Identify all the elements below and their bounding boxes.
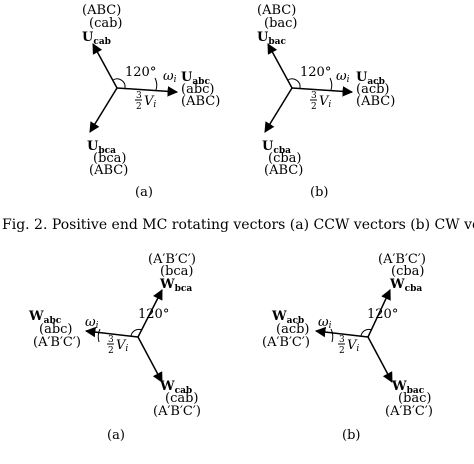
bottom-seq2: (A′B′C′) <box>153 404 201 419</box>
vector-u-bca <box>89 87 118 133</box>
angle-label: 120° <box>300 65 331 80</box>
right-seq2: (ABC) <box>181 94 220 109</box>
angle-arc <box>112 78 126 89</box>
vector-u-abc <box>116 86 179 97</box>
subfig-label-b: (b) <box>310 185 328 200</box>
top-seq2: (bca) <box>160 264 194 279</box>
bottom-name: Ucba <box>262 139 291 156</box>
angle-arc <box>287 78 301 89</box>
frac-num: 3 <box>108 335 114 345</box>
fig3b-diagram: (A′B′C′) (cba) Wcba 120° ωi Wacb (acb) (… <box>262 252 433 443</box>
v-label: Vi <box>319 94 331 110</box>
frac-num: 3 <box>136 91 142 101</box>
frac-num: 3 <box>339 335 345 345</box>
top-seq: (A′B′C′) <box>378 252 426 267</box>
top-seq: (A′B′C′) <box>148 252 196 267</box>
rotation-arc <box>330 328 334 343</box>
left-name: Wabc <box>28 309 62 326</box>
left-seq2: (A′B′C′) <box>262 335 310 350</box>
bottom-name: Ubca <box>87 139 116 156</box>
frac-den: 2 <box>311 102 317 112</box>
vector-w-cba <box>367 289 391 338</box>
bottom-seq2: (A′B′C′) <box>385 404 433 419</box>
top-seq: (ABC) <box>257 3 296 18</box>
subfig-label-b: (b) <box>342 428 360 443</box>
vector-w-acb <box>314 326 369 338</box>
figure-caption: Fig. 2. Positive end MC rotating vectors… <box>2 217 474 233</box>
subfig-label-a: (a) <box>135 185 153 200</box>
angle-label: 120° <box>367 307 398 322</box>
right-name: Uacb <box>356 70 385 87</box>
top-name: Ucab <box>82 30 111 47</box>
bottom-seq: (bca) <box>93 151 127 166</box>
angle-arc <box>130 328 143 337</box>
bottom-seq: (bac) <box>398 391 432 406</box>
vector-u-cab <box>92 43 118 89</box>
left-seq: (acb) <box>276 322 310 337</box>
vector-w-abc <box>84 326 139 338</box>
vector-u-bac <box>267 43 293 89</box>
top-name: Ubac <box>257 30 286 47</box>
bottom-seq: (cba) <box>268 151 302 166</box>
angle-arc <box>360 328 373 337</box>
omega-label: ωi <box>318 315 332 331</box>
bottom-seq2: (ABC) <box>264 163 303 178</box>
vector-w-bac <box>367 336 393 383</box>
fig2b-diagram: (ABC) (bac) Ubac 120° ωi Uacb (acb) (ABC… <box>257 3 395 200</box>
left-name: Wacb <box>271 309 304 326</box>
rotation-arc <box>97 328 101 343</box>
frac-num: 3 <box>311 91 317 101</box>
angle-label: 120° <box>138 307 169 322</box>
right-name: Uabc <box>181 70 210 87</box>
vector-u-acb <box>291 86 354 97</box>
fig2a-diagram: (ABC) (cab) Ucab 120° ωi Uabc (abc) (ABC… <box>82 3 220 200</box>
left-seq2: (A′B′C′) <box>33 335 81 350</box>
omega-label: ωi <box>85 315 99 331</box>
vector-u-cba <box>264 87 293 133</box>
fig3a-diagram: (A′B′C′) (bca) Wbca 120° ωi Wabc (abc) (… <box>28 252 201 443</box>
top-name: Wbca <box>159 277 192 294</box>
top-seq2: (bac) <box>264 16 298 31</box>
omega-label: ωi <box>163 69 177 85</box>
vector-w-cab <box>137 336 163 383</box>
top-seq2: (cab) <box>89 16 123 31</box>
top-seq2: (cba) <box>391 264 425 279</box>
top-name: Wcba <box>389 277 422 294</box>
rotation-arc <box>329 77 333 91</box>
rotation-arc <box>154 77 158 91</box>
v-label: Vi <box>144 94 156 110</box>
subfig-label-a: (a) <box>107 428 125 443</box>
right-seq: (abc) <box>181 82 215 97</box>
bottom-seq: (cab) <box>165 391 199 406</box>
frac-den: 2 <box>339 346 345 356</box>
bottom-seq2: (ABC) <box>89 163 128 178</box>
v-label: Vi <box>116 338 128 354</box>
right-seq2: (ABC) <box>356 94 395 109</box>
frac-den: 2 <box>136 102 142 112</box>
angle-label: 120° <box>125 65 156 80</box>
omega-label: ωi <box>336 69 350 85</box>
v-label: Vi <box>347 338 359 354</box>
frac-den: 2 <box>108 346 114 356</box>
bottom-name: Wbac <box>391 379 425 396</box>
left-seq: (abc) <box>39 322 73 337</box>
vector-w-bca <box>137 289 163 338</box>
bottom-name: Wcab <box>159 379 192 396</box>
right-seq: (acb) <box>356 82 390 97</box>
top-seq: (ABC) <box>82 3 121 18</box>
